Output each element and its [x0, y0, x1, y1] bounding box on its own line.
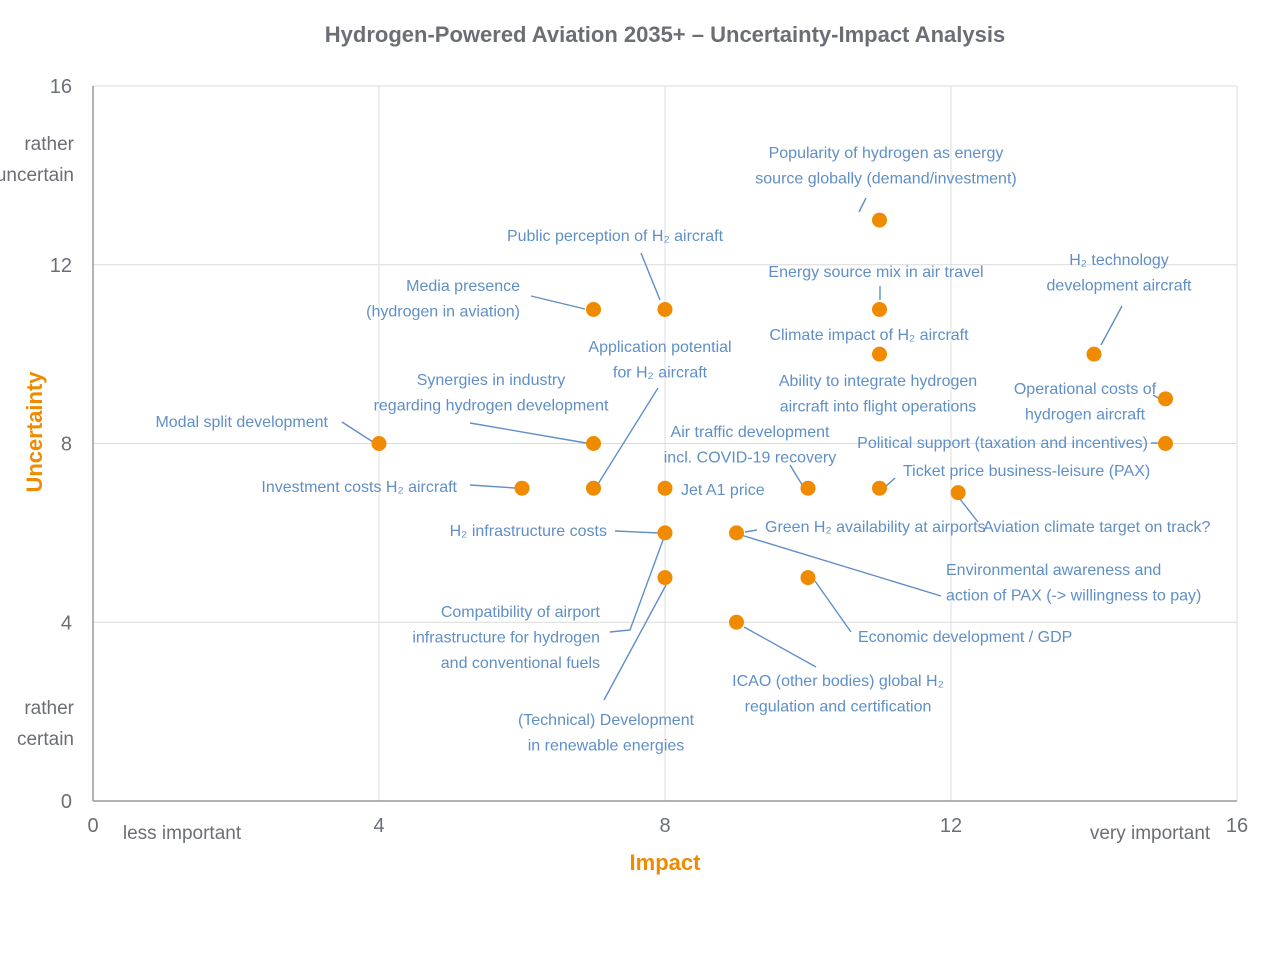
leader-line	[743, 626, 817, 668]
leader-line	[740, 534, 942, 597]
data-point	[657, 570, 673, 586]
point-label: Aviation climate target on track?	[983, 519, 1210, 536]
point-label: Climate impact of H₂ aircraft	[769, 327, 969, 344]
data-point	[586, 301, 601, 317]
data-point	[872, 301, 887, 317]
leader-line	[814, 580, 852, 633]
point-label: Public perception of H₂ aircraft	[507, 228, 724, 245]
point-label: Investment costs H₂ aircraft	[261, 479, 457, 496]
data-point	[800, 480, 816, 496]
y-high-caption-line-1: rather	[24, 134, 74, 155]
data-point	[872, 346, 887, 362]
leader-line	[469, 484, 516, 489]
data-point	[657, 480, 673, 496]
y-tick-label: 12	[50, 255, 72, 277]
y-high-caption-line-2: uncertain	[0, 165, 74, 186]
data-point	[1158, 391, 1173, 407]
point-label: Economic development / GDP	[858, 629, 1072, 646]
data-point	[729, 614, 744, 630]
leader-line	[341, 421, 374, 443]
data-point	[800, 570, 816, 586]
leader-line	[858, 197, 867, 213]
data-point	[657, 301, 673, 317]
x-tick-label: 4	[373, 815, 384, 837]
leader-line	[640, 252, 661, 301]
leader-lines	[341, 197, 1161, 701]
x-tick-label: 0	[87, 815, 98, 837]
data-point	[514, 480, 530, 496]
data-point	[371, 436, 387, 451]
leader-line	[789, 464, 805, 489]
point-label: H₂ infrastructure costs	[450, 523, 607, 540]
x-tick-label: 12	[940, 815, 962, 837]
leader-line	[609, 539, 664, 633]
chart-title: Hydrogen-Powered Aviation 2035+ – Uncert…	[325, 22, 1005, 47]
point-label: Media presence(hydrogen in aviation)	[366, 278, 520, 321]
x-tick-label: 8	[659, 815, 670, 837]
x-tick-label: 16	[1226, 815, 1248, 837]
point-label: Ticket price business-leisure (PAX)	[903, 463, 1150, 480]
y-low-caption-line-2: certain	[17, 729, 74, 750]
x-low-caption: less important	[123, 823, 242, 844]
leader-line	[597, 387, 659, 485]
leader-line	[603, 584, 667, 701]
data-point	[729, 525, 744, 541]
data-point	[872, 212, 887, 228]
y-tick-label: 0	[61, 791, 72, 813]
point-label: Modal split development	[155, 414, 328, 431]
leader-line	[469, 422, 587, 444]
leader-line	[614, 530, 661, 534]
y-tick-label: 4	[61, 612, 72, 634]
y-low-caption-line-1: rather	[24, 698, 74, 719]
axes: 0 4 8 12 16 0 4 8 12 16	[50, 76, 1248, 837]
point-label: Energy source mix in air travel	[768, 264, 983, 281]
point-label: Green H₂ availability at airports	[765, 519, 986, 536]
data-point	[872, 480, 887, 496]
data-point	[1158, 436, 1173, 451]
y-tick-label: 16	[50, 76, 72, 98]
leader-line	[744, 529, 758, 533]
x-axis-title: Impact	[630, 850, 702, 875]
data-point	[586, 480, 601, 496]
point-label: Jet A1 price	[681, 482, 765, 499]
data-point	[586, 436, 601, 451]
data-points	[371, 212, 1173, 630]
y-axis-title: Uncertainty	[22, 371, 47, 493]
leader-line	[1100, 305, 1123, 346]
data-point	[657, 525, 673, 541]
data-point	[1086, 346, 1102, 362]
x-high-caption: very important	[1090, 823, 1211, 844]
data-point	[950, 485, 966, 501]
grid-lines	[93, 85, 1238, 801]
leader-line	[530, 295, 586, 310]
point-label: Political support (taxation and incentiv…	[857, 435, 1148, 452]
y-tick-label: 8	[61, 434, 72, 456]
